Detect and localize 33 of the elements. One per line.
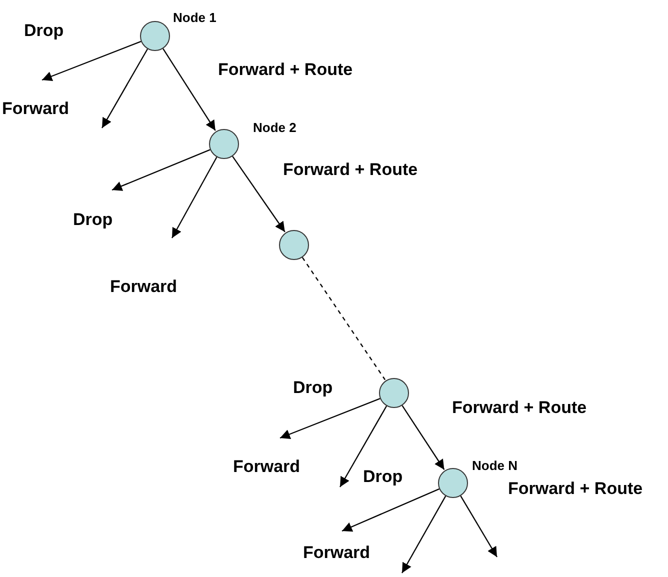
arrow — [339, 406, 388, 488]
action-label: Forward + Route — [452, 399, 587, 416]
action-label: Drop — [24, 22, 64, 39]
node-circle — [379, 378, 409, 408]
action-label: Forward + Route — [508, 480, 643, 497]
arrow — [460, 496, 498, 558]
arrow — [402, 405, 445, 470]
node-name: Node 2 — [253, 120, 296, 135]
node-circle — [279, 230, 309, 260]
arrow — [42, 40, 142, 82]
action-label: Forward + Route — [218, 61, 353, 78]
action-label: Forward — [303, 544, 370, 561]
action-label: Drop — [363, 468, 403, 485]
arrow — [232, 156, 286, 232]
node-name: Node N — [472, 458, 518, 473]
action-label: Drop — [293, 379, 333, 396]
connector-line — [302, 257, 386, 380]
action-label: Forward — [110, 278, 178, 295]
node-circle — [438, 468, 468, 498]
action-label: Forward — [233, 458, 300, 475]
action-label: Forward + Route — [283, 161, 418, 178]
node-circle — [209, 129, 239, 159]
arrow — [101, 48, 148, 128]
arrow — [112, 149, 210, 191]
action-label: Forward — [2, 100, 70, 117]
action-label: Drop — [73, 211, 113, 228]
node-circle — [140, 21, 170, 51]
arrow — [162, 48, 216, 131]
arrow — [401, 496, 446, 574]
arrow — [342, 488, 440, 532]
arrow — [280, 398, 380, 439]
arrow — [171, 156, 218, 238]
node-name: Node 1 — [173, 10, 216, 25]
